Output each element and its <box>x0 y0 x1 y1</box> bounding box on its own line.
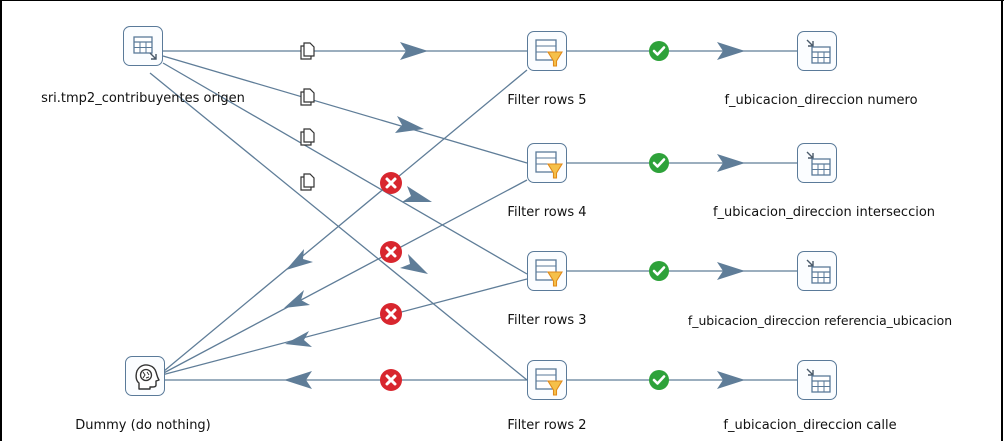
copy-rows-icon <box>300 128 315 146</box>
step-label-dummy: Dummy (do nothing) <box>75 418 211 433</box>
step-output-interseccion[interactable] <box>797 143 837 183</box>
step-dummy[interactable] <box>125 356 165 396</box>
step-source[interactable] <box>123 26 163 66</box>
canvas-frame-top <box>0 0 1004 1</box>
hop-filter4-dummy[interactable] <box>157 179 528 377</box>
step-label-output-interseccion: f_ubicacion_direccion interseccion <box>712 205 936 220</box>
canvas-frame-right <box>1001 0 1003 441</box>
arrow-head <box>400 42 428 60</box>
hop-filter3-dummy[interactable] <box>157 278 528 377</box>
copy-rows-icon <box>300 42 315 60</box>
step-label-filter-rows-4: Filter rows 4 <box>507 205 587 220</box>
table-output-icon <box>806 259 831 284</box>
step-label-output-numero: f_ubicacion_direccion numero <box>724 93 918 108</box>
check-icon <box>649 261 669 281</box>
arrow-head <box>717 262 745 280</box>
table-input-icon <box>133 36 157 60</box>
arrow-head <box>284 290 310 308</box>
table-output-icon <box>806 39 831 64</box>
step-filter-rows-5[interactable] <box>527 31 567 71</box>
step-output-calle[interactable] <box>797 360 837 400</box>
step-label-filter-rows-2: Filter rows 2 <box>507 418 587 433</box>
step-output-numero[interactable] <box>797 31 837 71</box>
step-label-filter-rows-5: Filter rows 5 <box>507 93 587 108</box>
copy-rows-icon <box>300 173 315 191</box>
arrow-head <box>286 249 313 270</box>
check-icon <box>649 370 669 390</box>
check-icon <box>649 153 669 173</box>
filter-rows-icon <box>535 151 563 179</box>
step-label-filter-rows-3: Filter rows 3 <box>507 313 587 328</box>
table-output-icon <box>806 151 831 176</box>
step-filter-rows-3[interactable] <box>527 251 567 291</box>
hop-source-filter3[interactable] <box>162 62 528 275</box>
copy-rows-icon <box>300 88 315 106</box>
arrow-head <box>717 154 745 172</box>
step-label-output-calle: f_ubicacion_direccion calle <box>723 418 897 433</box>
arrow-head <box>395 116 424 133</box>
filter-rows-icon <box>535 259 563 287</box>
arrow-head <box>284 371 312 389</box>
filter-rows-icon <box>535 368 563 396</box>
table-output-icon <box>806 368 831 393</box>
dummy-head-icon <box>135 364 160 390</box>
canvas-frame-left <box>0 0 2 441</box>
filter-rows-icon <box>535 39 563 67</box>
error-cross-icon <box>380 303 402 325</box>
error-cross-icon <box>380 172 402 194</box>
check-icon <box>649 41 669 61</box>
hop-filter5-dummy[interactable] <box>157 69 528 377</box>
step-label-source: sri.tmp2_contribuyentes origen <box>41 91 245 106</box>
error-cross-icon <box>380 241 402 263</box>
arrow-head <box>717 371 745 389</box>
arrow-head <box>717 42 745 60</box>
error-cross-icon <box>380 369 402 391</box>
arrow-head <box>285 331 312 347</box>
step-filter-rows-4[interactable] <box>527 143 567 183</box>
step-filter-rows-2[interactable] <box>527 360 567 400</box>
arrow-head <box>400 254 428 274</box>
arrow-head <box>402 186 432 202</box>
step-label-output-referencia: f_ubicacion_direccion referencia_ubicaci… <box>687 313 953 328</box>
step-output-referencia[interactable] <box>797 251 837 291</box>
hop-source-filter4[interactable] <box>162 55 528 164</box>
